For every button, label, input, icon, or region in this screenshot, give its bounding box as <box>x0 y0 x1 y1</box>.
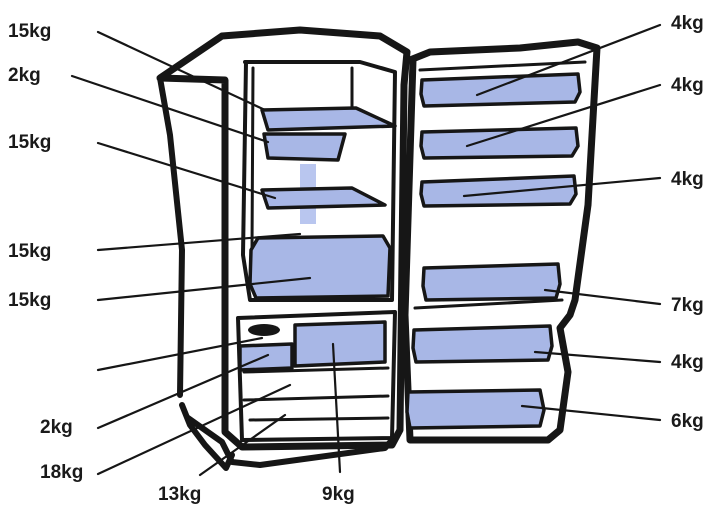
door-bin-2 <box>421 128 578 158</box>
label-freezer-drawer-upper-load: 18kg <box>40 463 83 482</box>
door-bin-3 <box>421 176 576 206</box>
label-door-bin-2-load: 4kg <box>671 76 704 95</box>
small-box-2kg <box>264 134 345 160</box>
label-bottle-area-load: 15kg <box>8 242 51 261</box>
label-door-bin-5-load: 4kg <box>671 353 704 372</box>
label-door-bin-1-load: 4kg <box>671 14 704 33</box>
label-freezer-tray-load: 2kg <box>40 418 73 437</box>
door-bin-6 <box>407 390 544 428</box>
middle-glass-shelf <box>262 188 385 208</box>
door-bin-5 <box>413 326 552 362</box>
label-top-shelf-load: 15kg <box>8 22 51 41</box>
label-crisper-load: 15kg <box>8 291 51 310</box>
top-glass-shelf <box>262 108 395 130</box>
left-door-outline <box>160 78 232 468</box>
label-freezer-drawer-lower-load: 13kg <box>158 485 201 504</box>
crisper-drawer-large <box>250 236 390 298</box>
label-door-bin-3-load: 4kg <box>671 170 704 189</box>
label-middle-shelf-load: 15kg <box>8 133 51 152</box>
label-door-bin-6-load: 6kg <box>671 412 704 431</box>
freezer-drawer-9kg <box>295 322 385 366</box>
label-small-box-load: 2kg <box>8 66 41 85</box>
door-bin-1 <box>421 74 580 106</box>
door-bin-4 <box>423 264 560 300</box>
label-door-bin-4-load: 7kg <box>671 296 704 315</box>
ice-tray <box>248 324 280 336</box>
label-freezer-main-load: 9kg <box>322 485 355 504</box>
freezer-drawer-line-1 <box>244 368 388 420</box>
